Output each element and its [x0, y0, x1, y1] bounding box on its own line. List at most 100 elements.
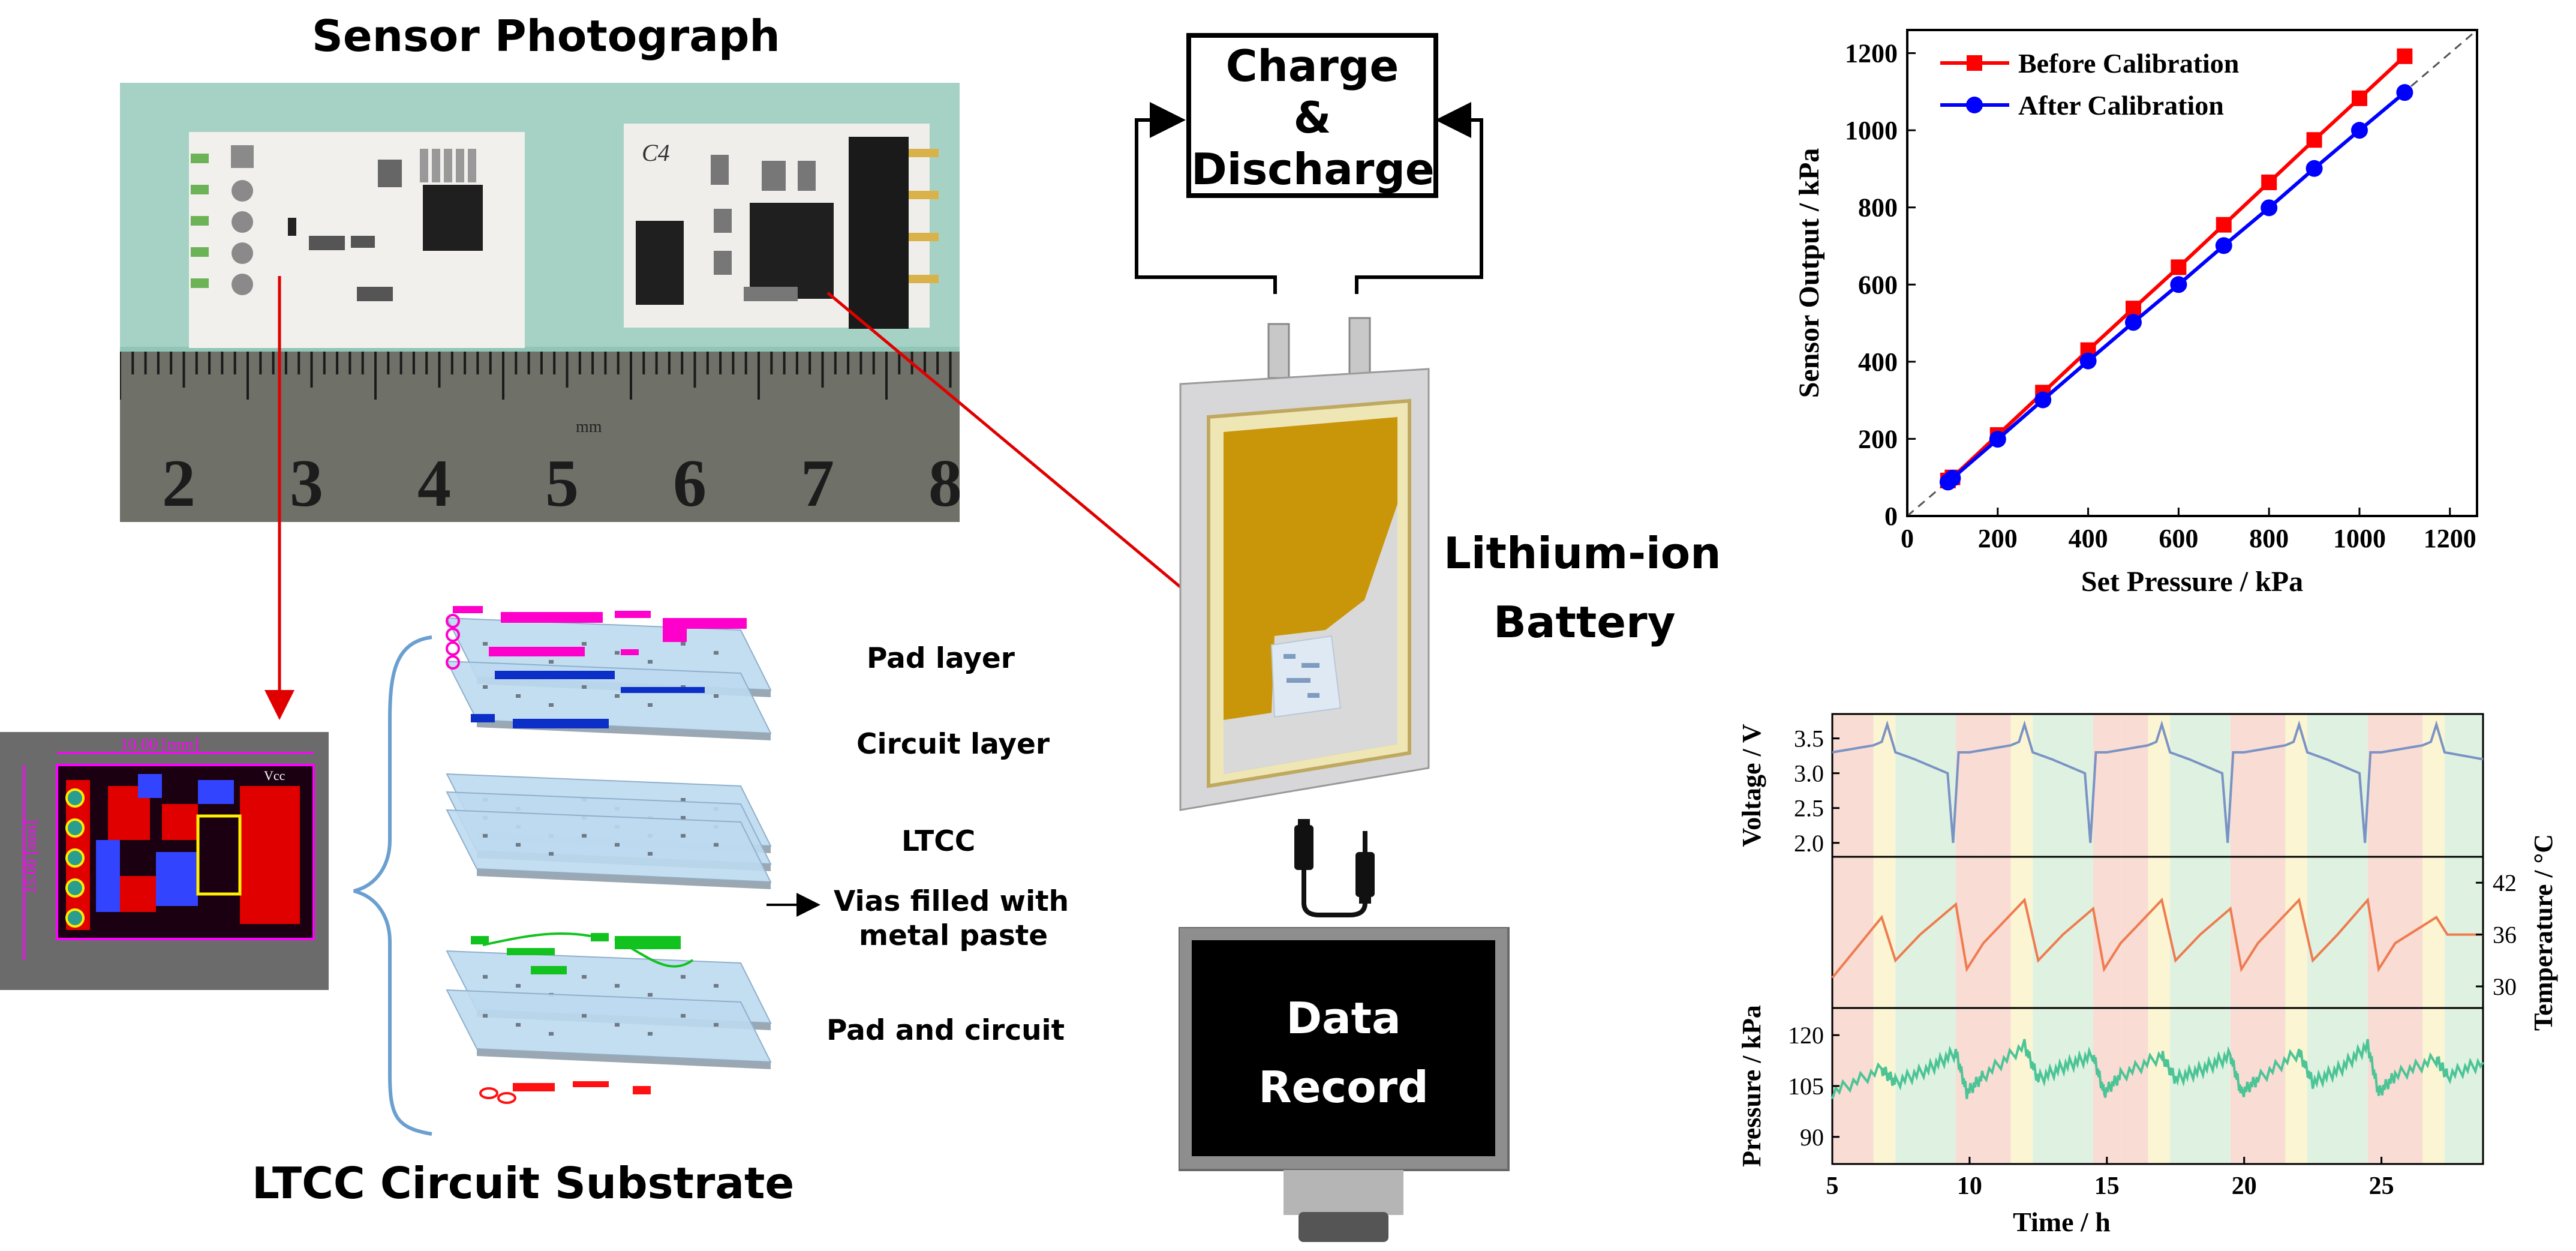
ts-x-tick-label: 10 — [1957, 1172, 1982, 1200]
record-line1: Data — [1286, 993, 1401, 1043]
via-hole — [615, 1023, 620, 1027]
ts-y-axis-label: Voltage / V — [1737, 724, 1766, 847]
phase-band — [2170, 714, 2231, 1164]
ts-y-tick-label: 36 — [2493, 922, 2517, 949]
ts-x-tick-label: 20 — [2232, 1172, 2257, 1200]
cal-y-tick-label: 200 — [1858, 424, 1898, 454]
label-pad-layer: Pad layer — [867, 642, 1015, 675]
battery-tab-left — [1267, 323, 1290, 379]
label-pad-circuit: Pad and circuit — [826, 1014, 1065, 1047]
via-hole — [615, 843, 620, 847]
cal-point-after — [2124, 314, 2142, 331]
via-hole — [648, 660, 653, 664]
via-hole — [648, 703, 653, 707]
monitor — [1179, 927, 1510, 1242]
ts-y-tick-label: 105 — [1788, 1073, 1824, 1100]
via-hole — [681, 975, 686, 979]
cal-x-axis-label: Set Pressure / kPa — [2081, 566, 2303, 598]
via-hole — [582, 834, 587, 838]
via-hole — [516, 984, 521, 988]
cal-point-after — [2396, 84, 2413, 101]
phase-band — [2285, 714, 2308, 1164]
phase-band — [1832, 714, 1874, 1164]
ruler-number: 6 — [673, 446, 707, 521]
photo-title: Sensor Photograph — [312, 11, 780, 61]
ts-x-axis-label: Time / h — [2013, 1207, 2111, 1237]
pcb-height-dimension: 15.00 [mm] — [22, 820, 40, 894]
ts-x-tick-label: 25 — [2369, 1172, 2394, 1200]
cal-y-axis-label: Sensor Output / kPa — [1793, 148, 1825, 398]
ts-y-tick-label: 2.0 — [1794, 830, 1824, 857]
via-hole — [681, 816, 686, 820]
pcb-vcc-label: Vcc — [264, 768, 285, 783]
cal-y-tick-label: 0 — [1884, 502, 1898, 531]
cal-point-after — [2350, 122, 2368, 139]
cal-y-tick-label: 400 — [1858, 347, 1898, 377]
label-circuit-layer: Circuit layer — [856, 728, 1050, 761]
cal-point-after — [2170, 276, 2187, 293]
cal-y-tick-label: 800 — [1858, 193, 1898, 223]
via-hole — [483, 642, 488, 646]
cal-x-tick-label: 600 — [2159, 524, 2198, 553]
ts-y-axis-label: Pressure / kPa — [1737, 1005, 1766, 1167]
pcb-width-dimension: 10.00 [mm] — [120, 736, 199, 754]
ts-y-tick-label: 3.0 — [1794, 760, 1824, 787]
ruler-number: 3 — [290, 446, 323, 521]
cal-x-tick-label: 1200 — [2424, 524, 2476, 553]
cal-legend-marker — [1967, 55, 1982, 71]
cal-point-after — [1989, 431, 2006, 448]
ltcc-plate-edge — [477, 1049, 771, 1069]
battery-tab-right — [1348, 317, 1371, 379]
phase-band — [2367, 714, 2395, 1164]
phase-band — [2307, 714, 2368, 1164]
battery-label-line2: Battery — [1493, 597, 1676, 647]
cal-point-before — [2261, 174, 2277, 190]
via-hole — [549, 703, 554, 707]
cal-point-before — [2171, 259, 2187, 275]
via-hole — [549, 660, 554, 664]
ltcc-title: LTCC Circuit Substrate — [252, 1158, 795, 1208]
cal-point-before — [2216, 217, 2232, 233]
cal-legend-label: Before Calibration — [2018, 48, 2239, 79]
via-hole — [714, 843, 719, 847]
via-hole — [648, 993, 653, 997]
data-record-label: Data Record — [1192, 984, 1495, 1122]
via-hole — [582, 685, 587, 689]
ts-y-tick-label: 2.5 — [1794, 795, 1824, 822]
phase-band — [1895, 714, 1956, 1164]
cal-point-after — [1944, 470, 1961, 487]
cal-y-tick-label: 1200 — [1845, 39, 1898, 68]
cal-plot-frame — [1906, 29, 2478, 517]
label-ltcc: LTCC — [901, 825, 976, 858]
cal-point-before — [2397, 48, 2413, 64]
via-hole — [582, 975, 587, 979]
ruler — [120, 352, 960, 522]
discharge-label: Discharge — [1191, 144, 1435, 194]
ts-series-voltage — [1832, 720, 2484, 843]
via-hole — [516, 1023, 521, 1027]
ruler-number: 4 — [417, 446, 451, 521]
via-hole — [549, 852, 554, 856]
charge-discharge-box: Charge & Discharge — [1186, 33, 1438, 198]
ruler-number: 8 — [928, 446, 960, 521]
phase-band — [2033, 714, 2093, 1164]
ts-series-pressure — [1831, 1039, 2484, 1100]
embedded-sensor — [1270, 635, 1342, 718]
via-hole — [714, 651, 719, 655]
via-hole — [681, 1014, 686, 1018]
pcb-layout: 10.00 [mm] 15.00 [mm] Vcc — [0, 732, 329, 990]
ltcc-plate-edge — [477, 869, 771, 889]
record-line2: Record — [1258, 1062, 1429, 1112]
via-hole — [648, 852, 653, 856]
label-vias-1: Vias filled with — [834, 885, 1069, 918]
via-hole — [483, 834, 488, 838]
layer-brace — [353, 635, 432, 1136]
cal-x-tick-label: 1000 — [2333, 524, 2386, 553]
ts-y-tick-label: 30 — [2493, 973, 2517, 1000]
cal-legend-label: After Calibration — [2018, 90, 2224, 121]
ts-series-temperature — [1831, 897, 2483, 979]
ts-y-tick-label: 3.5 — [1794, 725, 1824, 752]
ts-y-tick-label: 120 — [1788, 1022, 1824, 1049]
